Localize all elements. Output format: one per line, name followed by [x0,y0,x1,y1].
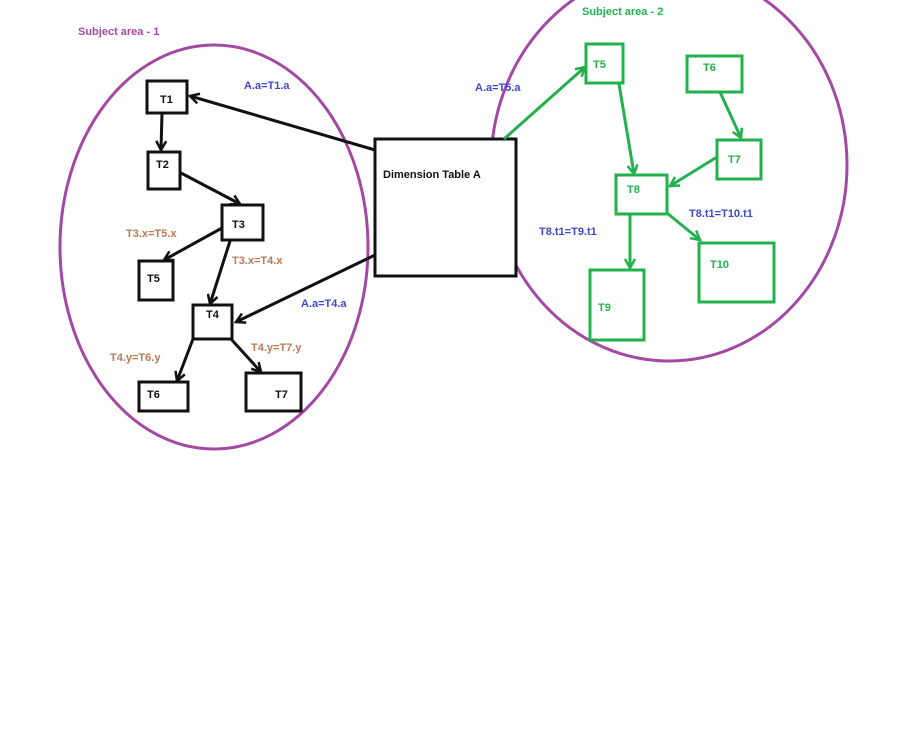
subject-area-1-title: Subject area - 1 [78,26,159,38]
edge-t4-to-t7 [229,337,261,372]
area1-table-t7 [244,371,303,413]
edge-t8-to-t10 [666,211,700,240]
subject-area-2-boundary [489,0,849,363]
dimension-table-box [373,137,518,278]
subject-area-2-title: Subject area - 2 [582,6,663,18]
join-label-t4-t6: T4.y=T6.y [110,352,161,364]
dimension-table-label: Dimension Table A [383,169,481,181]
area2-table-t6 [685,54,744,94]
area1-table-t3 [220,203,265,242]
area1-table-t2 [146,150,182,191]
area2-table-t10 [697,241,776,304]
area2-table-t10-label: T10 [710,259,729,271]
area1-table-t2-label: T2 [156,159,169,171]
edge-t6-to-t7 [718,91,741,138]
edge-dim-to-t4 [236,253,376,322]
join-label-a-t1: A.a=T1.a [244,80,290,92]
area1-table-t4-label: T4 [206,309,220,321]
area2-table-t5 [584,42,625,85]
join-label-a-t5: A.a=T5.a [475,82,521,94]
area2-table-t6-label: T6 [703,62,716,74]
join-label-t3-t5: T3.x=T5.x [126,228,177,240]
area1-table-t7-label: T7 [275,389,288,401]
join-label-t8-t10: T8.t1=T10.t1 [689,208,753,220]
join-label-t3-t4: T3.x=T4.x [232,255,283,267]
edge-t7-to-t8 [670,155,718,186]
area1-table-t1 [145,79,189,115]
area1-table-t1-label: T1 [160,94,173,106]
join-label-t4-t7: T4.y=T7.y [251,342,302,354]
area1-table-t5-label: T5 [147,273,160,285]
join-label-t8-t9: T8.t1=T9.t1 [539,226,597,238]
area2-table-t5-label: T5 [593,59,606,71]
edge-t3-to-t5 [164,226,223,262]
join-label-a-t4: A.a=T4.a [301,298,347,310]
area2-table-t9-label: T9 [598,302,611,314]
area1-table-t3-label: T3 [232,219,245,231]
area1-table-t4 [191,303,234,341]
area1-table-t6-label: T6 [147,389,160,401]
edge-t4-to-t6 [177,338,195,381]
edge-t2-to-t3 [180,171,240,204]
subject-area-1-boundary [58,43,370,451]
area2-table-t9 [588,268,646,342]
edge-dim-to-area2-t5 [503,67,585,141]
area2-table-t8-label: T8 [627,184,640,196]
edge-dim-to-t1 [190,96,376,152]
area1-table-t5 [137,259,175,302]
edge-t3-to-t4 [210,240,232,304]
edge-t1-to-t2 [161,112,162,150]
area2-table-t7-label: T7 [728,154,741,166]
area2-table-t7 [715,138,763,181]
area1-table-t6 [137,380,190,413]
edge-t5-to-t8 [617,83,634,174]
area2-table-t8 [614,173,669,216]
